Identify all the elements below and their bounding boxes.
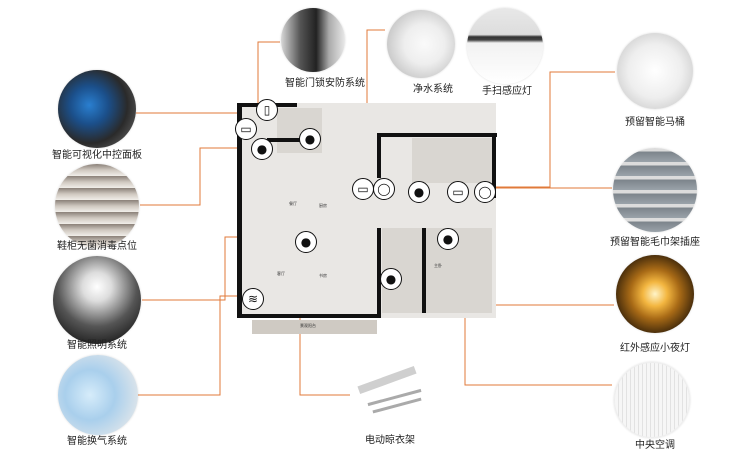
bulb-icon: ● [299, 128, 321, 150]
drying-label: 电动晾衣架 [365, 435, 415, 446]
bulb-icon: ● [408, 181, 430, 203]
line-door-lock [257, 41, 280, 118]
room-master: 主卧 [434, 263, 442, 268]
intercom-icon: ▯ [256, 99, 278, 121]
toilet-label: 预留智能马桶 [625, 117, 685, 128]
room-living: 客厅 [277, 271, 285, 276]
sink-icon: ▭ [352, 178, 374, 200]
water-label: 净水系统 [413, 84, 453, 95]
line-shoe [140, 147, 248, 206]
line-ac [464, 305, 612, 386]
room-dining: 餐厅 [289, 201, 297, 206]
ventilation-photo [58, 355, 138, 435]
control-panel-icon: ▭ [235, 118, 257, 140]
water-purifier-photo [387, 10, 455, 78]
hand-light-label: 手扫感应灯 [482, 86, 532, 97]
drying-rack-image [352, 365, 427, 426]
towel-label: 预留智能毛巾架插座 [610, 237, 700, 248]
room-balcony: 景观阳台 [300, 323, 316, 328]
ventilation-icon: ≋ [242, 288, 264, 310]
line-panel [136, 112, 246, 128]
night-light-photo [616, 255, 694, 333]
sink-icon: ▭ [447, 181, 469, 203]
shoe-cabinet-photo [55, 164, 139, 248]
bulb-icon: ● [437, 228, 459, 250]
bulb-icon: ● [251, 138, 273, 160]
lighting-photo [53, 256, 141, 344]
bulb-icon: ● [380, 268, 402, 290]
door-lock-label: 智能门锁安防系统 [285, 78, 365, 89]
door-lock-photo [281, 8, 345, 72]
line-vent [137, 295, 250, 396]
toilet-icon: ◯ [373, 178, 395, 200]
towel-rack-photo [613, 148, 697, 232]
toilet-icon: ◯ [474, 181, 496, 203]
ventilation-label: 智能换气系统 [67, 436, 127, 447]
shoe-label: 鞋柜无菌消毒点位 [57, 241, 137, 252]
panel-label: 智能可视化中控面板 [52, 150, 142, 161]
line-toilet [490, 71, 615, 188]
toilet-photo [617, 33, 693, 109]
lighting-label: 智能照明系统 [67, 340, 127, 351]
room-study: 书房 [319, 273, 327, 278]
night-light-label: 红外感应小夜灯 [620, 343, 690, 354]
bulb-icon: ● [295, 231, 317, 253]
floor-plan: 餐厅 厨房 客厅 书房 主卧 景观阳台 ▯ ▭ ● ● ▭ ◯ ● ▭ ◯ ● … [235, 99, 499, 335]
line-drying [299, 315, 350, 396]
hand-light-photo [467, 8, 543, 84]
ac-label: 中央空调 [635, 440, 675, 451]
ac-photo [614, 362, 690, 438]
panel-photo [58, 70, 136, 148]
room-kitchen: 厨房 [319, 203, 327, 208]
